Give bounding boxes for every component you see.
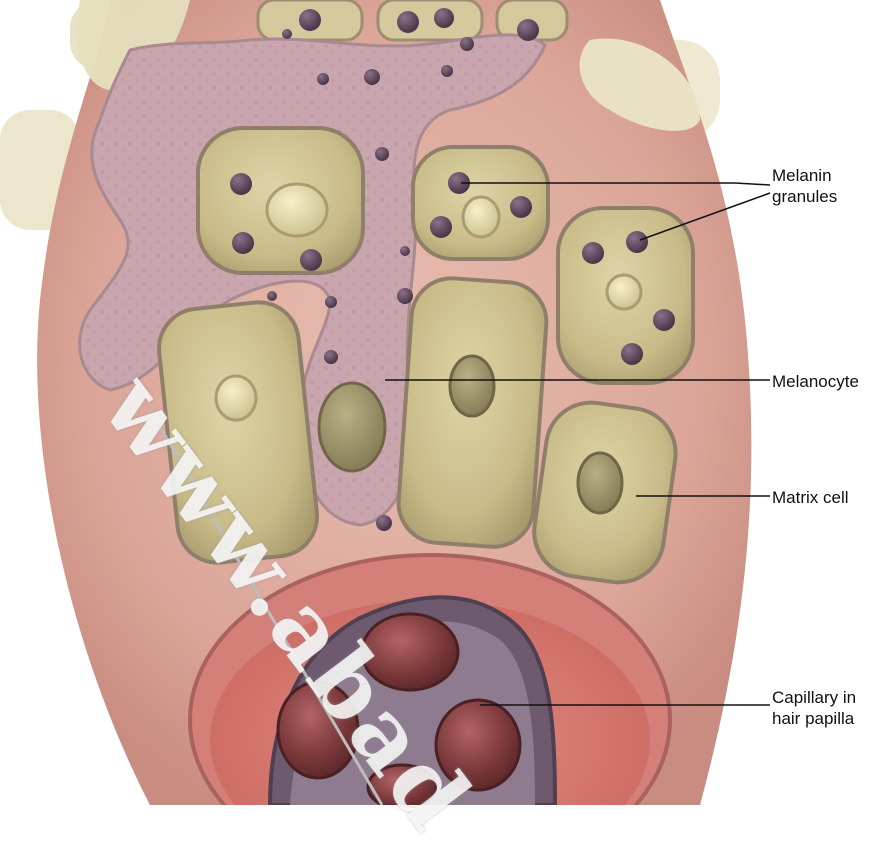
capillary-label: Capillary in hair papilla xyxy=(772,687,856,729)
hair-bulb-diagram: www.abad Melanin granules Melanocyte Mat… xyxy=(0,0,878,805)
melanin-granules-label-line2: granules xyxy=(772,186,837,207)
melanin-granules-label-line1: Melanin xyxy=(772,165,837,186)
melanin-granules-label: Melanin granules xyxy=(772,165,837,207)
capillary-label-line2: hair papilla xyxy=(772,708,856,729)
melanocyte-label: Melanocyte xyxy=(772,371,859,392)
matrix-cell-label: Matrix cell xyxy=(772,487,849,508)
capillary-label-line1: Capillary in xyxy=(772,687,856,708)
